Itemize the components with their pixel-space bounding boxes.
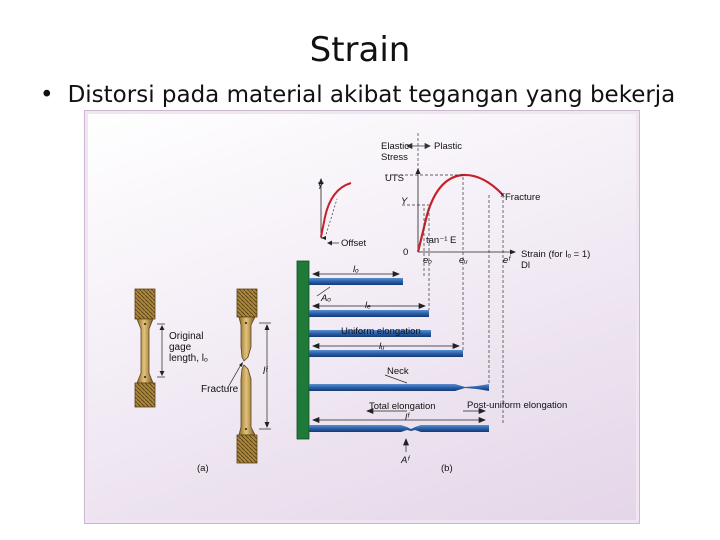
fractured-lower-half (238, 364, 256, 436)
bullet-text: Distorsi pada material akibat tegangan y… (67, 82, 676, 108)
final-length-dimension (259, 322, 271, 430)
total-elongation-label: Total elongation (369, 401, 436, 412)
origin-label: 0 (403, 247, 408, 258)
specimen-lf-label: lᶠ (263, 366, 268, 377)
bar-lu-label: lᵤ (379, 341, 385, 352)
bullet-point: • Distorsi pada material akibat tegangan … (40, 82, 675, 108)
eu-label: eᵤ (459, 255, 468, 266)
tensile-diagram: Original gage length, lₒ lᶠ Fracture (134, 133, 590, 474)
inset-yield-label: Y (317, 181, 324, 192)
post-uniform-elongation-label: Post-uniform elongation (467, 400, 567, 411)
fracture-marker-icon: × (500, 190, 505, 200)
uts-label: UTS (385, 173, 404, 184)
fractured-thread-top (236, 288, 258, 318)
bar-lo-label: lₒ (353, 264, 359, 275)
bar-original (309, 278, 403, 285)
ef-label: eᶠ (503, 255, 511, 266)
original-gage-label-2: gage (169, 342, 192, 353)
tan-e-label: tan⁻¹ E (426, 235, 456, 246)
slide-title: Strain (309, 30, 411, 70)
offset-inset: Y Offset (317, 178, 367, 249)
bar-lf-label: lᶠ (405, 412, 410, 423)
eo-label: eₒ (423, 255, 432, 266)
tensile-test-figure: Original gage length, lₒ lᶠ Fracture (84, 110, 640, 524)
specimen-thread-bottom (134, 382, 156, 408)
bullet-icon: • (40, 82, 54, 108)
elastic-label: Elastic (381, 141, 409, 152)
strain-axis-label: Strain (for lₒ = 1) (521, 249, 590, 260)
fractured-upper-half (238, 316, 256, 362)
bar-le-label: lₑ (365, 300, 371, 311)
stress-label: Stress (381, 152, 408, 163)
bar-elastic (309, 310, 429, 317)
dl-label: Dl (521, 260, 530, 271)
uniform-elongation-label: Uniform elongation (341, 326, 421, 337)
bar-uniform-elongation (309, 350, 463, 357)
gage-length-dimension (157, 323, 165, 378)
bar-necked (309, 384, 489, 391)
yield-label: Y (401, 196, 408, 207)
neck-label: Neck (387, 366, 409, 377)
specimen-shaft (136, 318, 154, 384)
plastic-label: Plastic (434, 141, 462, 152)
bar-ao-label: Aₒ (320, 293, 331, 304)
fixed-wall (296, 260, 310, 440)
offset-curve (320, 182, 352, 238)
stress-strain-plot: Elastic Stress Plastic UTS Y 0 tan⁻¹ E e… (381, 133, 590, 425)
bar-dimension-arrows (312, 270, 486, 452)
bar-uniform (309, 330, 431, 337)
panel-a-label: (a) (197, 463, 209, 474)
specimen-fracture-label: Fracture (201, 384, 239, 395)
fractured-thread-bottom (236, 434, 258, 464)
bar-fractured (309, 425, 489, 432)
bar-af-label: Aᶠ (400, 455, 410, 466)
curve-fracture-label: Fracture (505, 192, 540, 203)
offset-label: Offset (341, 238, 367, 249)
specimen-thread-top (134, 288, 156, 320)
specimen-original (134, 288, 156, 408)
original-gage-label-3: length, lₒ (169, 353, 208, 364)
specimen-fractured (236, 288, 258, 464)
panel-b-label: (b) (441, 463, 453, 474)
original-gage-label-1: Original (169, 331, 203, 342)
elastic-plastic-divider (406, 133, 431, 169)
